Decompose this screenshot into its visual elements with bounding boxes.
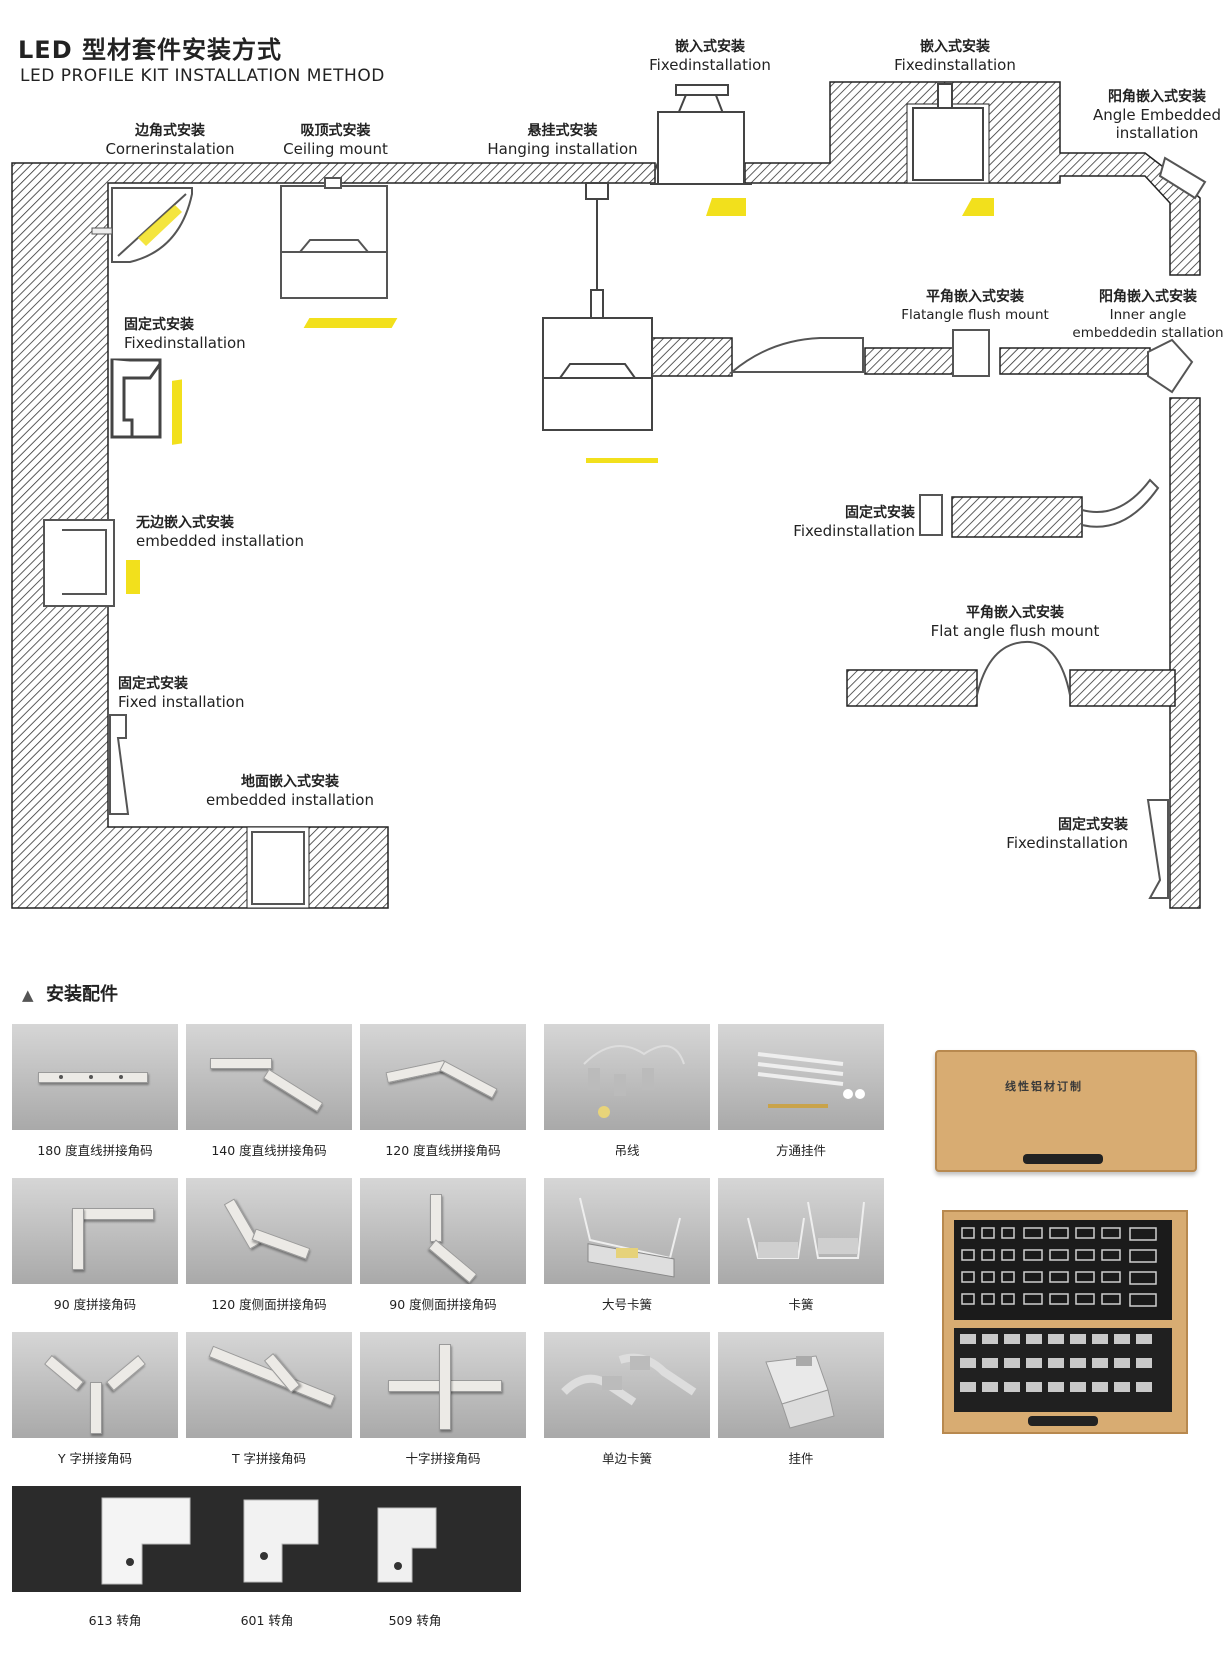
light-beam (172, 379, 182, 445)
accessory-caption: 方通挂件 (775, 1143, 826, 1158)
light-beam (586, 458, 658, 463)
angle-profile (1158, 156, 1207, 200)
accessory-caption: 挂件 (788, 1451, 814, 1466)
corner-cap-601 (243, 1499, 319, 1583)
accessory-caption: 90 度拼接角码 (53, 1297, 137, 1312)
accessory-card: 十字拼接角码 (360, 1332, 526, 1467)
accessory-card: 单边卡簧 (544, 1332, 710, 1467)
page-title: LED 型材套件安装方式 (18, 36, 282, 64)
corner-profile (91, 187, 193, 263)
light-beam (706, 198, 746, 216)
light-beam (962, 198, 994, 216)
case-profiles-top (954, 1220, 1172, 1320)
arch-profile (976, 640, 1071, 696)
floor-profile (251, 831, 305, 905)
accessory-caption: 120 度直线拼接角码 (385, 1143, 501, 1158)
light-beam (303, 318, 398, 328)
accessory-caption: 大号卡簧 (601, 1297, 652, 1312)
fixed-profile-left (110, 358, 162, 439)
embedded-profile-1 (650, 84, 752, 185)
flush-profile (952, 329, 990, 377)
embedded-profile-2 (912, 83, 984, 181)
accessory-caption: 120 度侧面拼接角码 (211, 1297, 327, 1312)
case-lid-text: 线性铝材订制 (1005, 1080, 1083, 1093)
hanging-profile (542, 182, 653, 431)
accessory-caption: 140 度直线拼接角码 (211, 1143, 327, 1158)
accessory-caption: 509 转角 (388, 1613, 442, 1628)
accessories-heading: ▲安装配件 (22, 984, 118, 1005)
wall-right (621, 81, 1201, 909)
case-profiles-bottom (954, 1328, 1172, 1412)
accessory-caption: 90 度侧面拼接角码 (389, 1297, 497, 1312)
fixed-profile-right-2 (1146, 799, 1169, 899)
accessory-card: Y 字拼接角码 (12, 1332, 178, 1467)
case-handle (1028, 1416, 1098, 1426)
fixed-profile-left-2 (109, 714, 130, 815)
accessory-caption: 601 转角 (240, 1613, 294, 1628)
case-handle (1023, 1154, 1103, 1164)
ceiling-profile (280, 177, 388, 299)
flatangle-profile (729, 337, 864, 373)
accessory-card: 90 度拼接角码 (12, 1178, 178, 1313)
corner-cap-509 (377, 1507, 437, 1583)
accessory-caption: 单边卡簧 (601, 1451, 652, 1466)
accessory-card: 120 度直线拼接角码 (360, 1024, 526, 1159)
accessory-card: 180 度直线拼接角码 (12, 1024, 178, 1159)
accessory-card: 120 度侧面拼接角码 (186, 1178, 352, 1313)
sample-case-closed: 线性铝材订制 (935, 1050, 1197, 1174)
accessory-caption: 180 度直线拼接角码 (37, 1143, 153, 1158)
accessory-caption: 十字拼接角码 (405, 1451, 481, 1466)
corner-cap-613 (101, 1497, 191, 1585)
accessory-card: 大号卡簧 (544, 1178, 710, 1313)
corner-caps-band (12, 1486, 521, 1592)
accessory-caption: 613 转角 (88, 1613, 142, 1628)
accessory-card: 挂件 (718, 1332, 884, 1467)
accessory-caption: 吊线 (614, 1143, 640, 1158)
installation-diagram (11, 81, 1207, 909)
accessory-card: 方通挂件 (718, 1024, 884, 1159)
accessory-card: 140 度直线拼接角码 (186, 1024, 352, 1159)
curve-profile (1081, 478, 1160, 528)
inner-angle-profile (1147, 338, 1194, 394)
accessory-caption: Y 字拼接角码 (57, 1451, 133, 1466)
page-subtitle: LED PROFILE KIT INSTALLATION METHOD (20, 66, 385, 86)
chevron-up-icon: ▲ (22, 986, 34, 1004)
accessory-card: T 字拼接角码 (186, 1332, 352, 1467)
sample-case-open (942, 1210, 1188, 1434)
accessory-caption: T 字拼接角码 (231, 1451, 307, 1466)
accessory-card: 90 度侧面拼接角码 (360, 1178, 526, 1313)
accessory-caption: 卡簧 (788, 1297, 814, 1312)
light-beam (126, 560, 140, 594)
accessory-card: 卡簧 (718, 1178, 884, 1313)
fixed-profile-right (919, 494, 943, 536)
accessory-card: 吊线 (544, 1024, 710, 1159)
borderless-profile (43, 519, 115, 607)
